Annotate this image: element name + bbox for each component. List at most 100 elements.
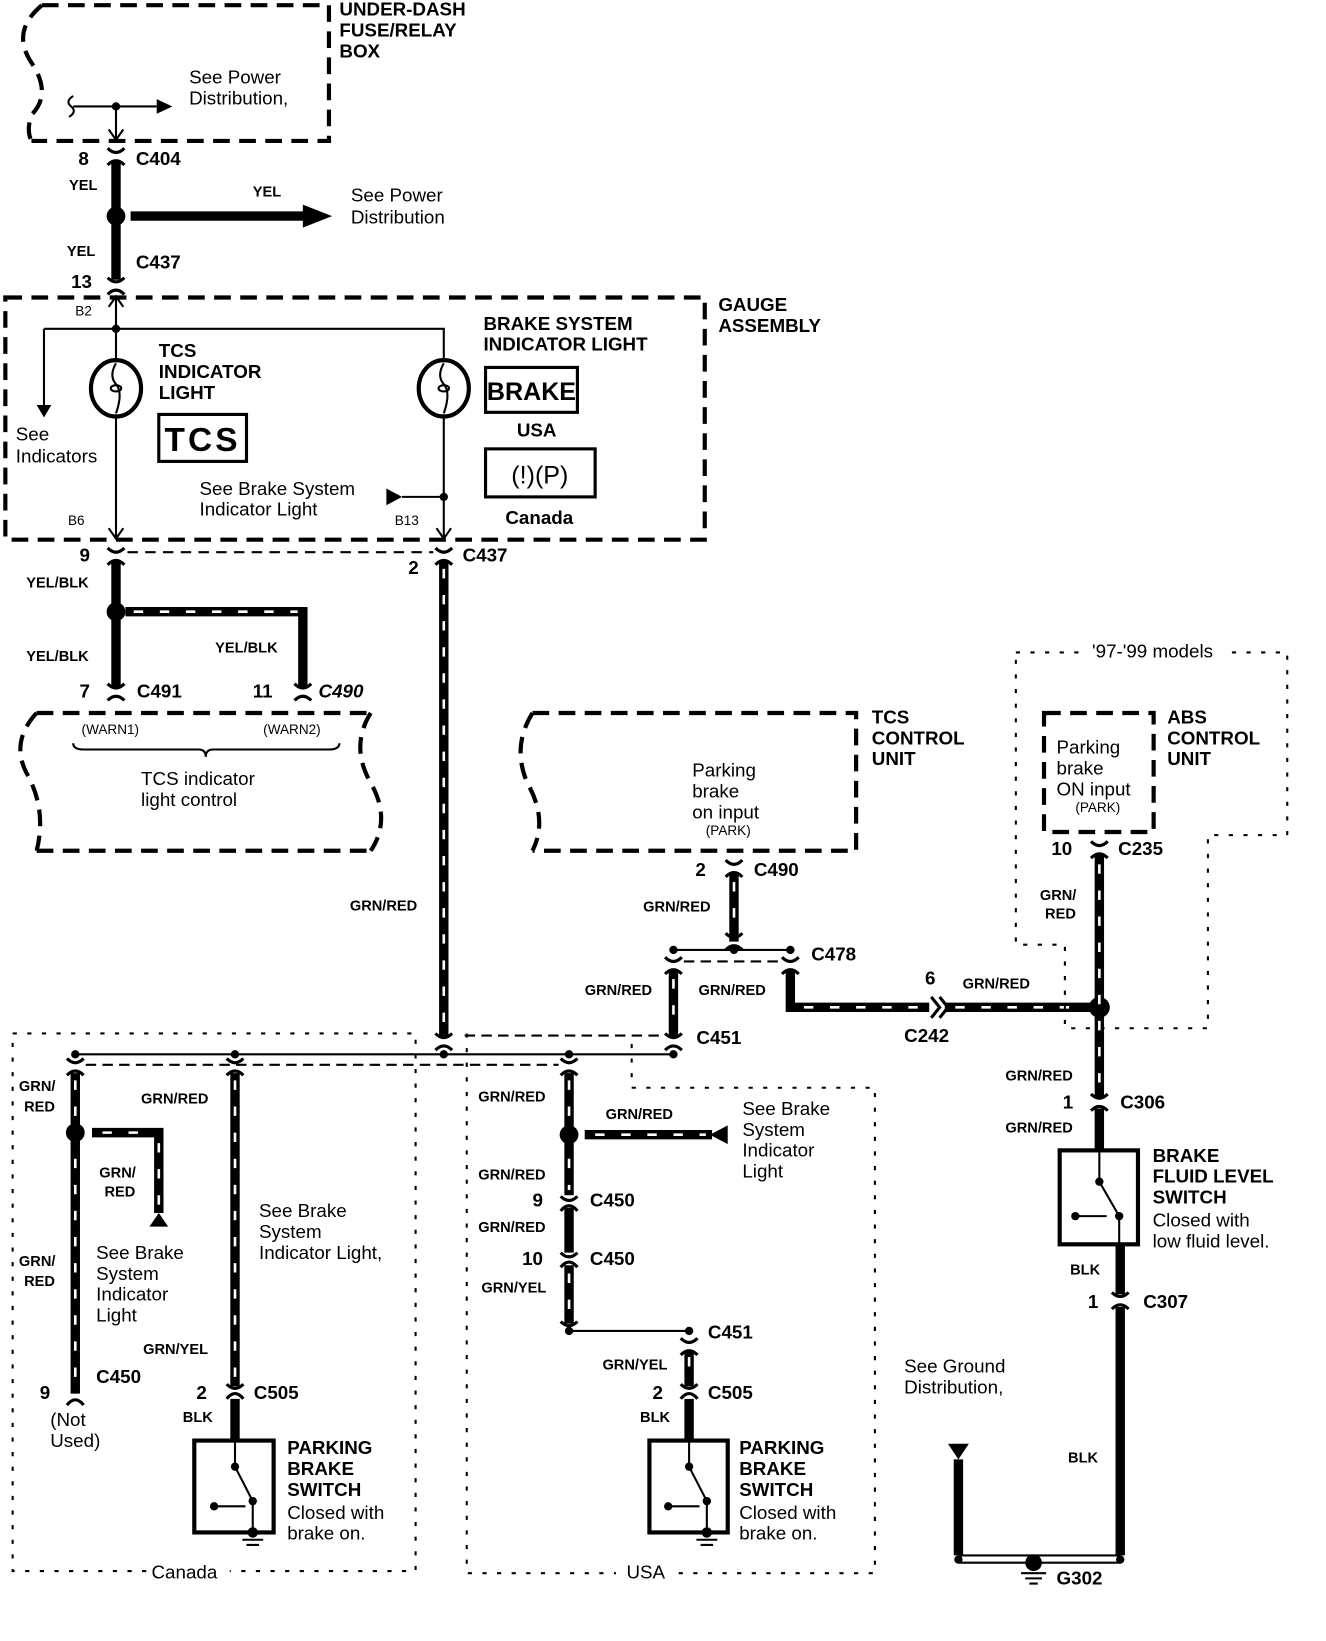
brake-badge: BRAKE [487,378,576,406]
wire-label: GRN/ [1040,888,1077,904]
connector-c505 [679,1383,699,1400]
wire-label: GRN/YEL [602,1358,667,1374]
note: See Brake [259,1200,347,1221]
unit-title: UNIT [872,748,916,769]
input-label: Parking [692,760,756,781]
connector-label: C450 [590,1190,635,1211]
arrow-icon [156,99,173,114]
pin-number: 8 [78,148,88,169]
input-label: Parking [1057,737,1121,758]
connector-label: C437 [136,251,181,272]
connector-label: C450 [590,1248,635,1269]
connector-c437 [106,276,126,296]
terminal-label: (PARK) [1075,800,1120,815]
parking-brake-switch [647,1438,730,1547]
ground-note: See Ground [904,1356,1005,1377]
tcs-light-title: INDICATOR [159,361,262,382]
connector-c242 [930,995,950,1019]
note: System [742,1119,805,1140]
arrow-icon [36,405,52,418]
switch-note: brake on. [287,1523,365,1544]
switch-note: Closed with [287,1502,384,1523]
note: Light [742,1161,784,1182]
note: Indicator Light, [259,1242,382,1263]
wire-label: YEL [253,184,281,200]
arrow-icon [386,488,403,506]
switch-title: FLUID LEVEL [1153,1166,1274,1187]
wire-label: YEL [69,178,97,194]
note: Indicator [96,1284,168,1305]
input-label: on input [692,801,760,822]
switch-title: BRAKE [287,1458,354,1479]
connector-label: C451 [696,1027,741,1048]
wire-label: GRN/RED [585,983,652,999]
note: See Brake [96,1242,184,1263]
wire-label: YEL/BLK [26,576,89,592]
unit-title: CONTROL [872,727,965,748]
wire-label: GRN/RED [478,1168,545,1184]
brake-light-title: BRAKE SYSTEM [483,313,632,334]
wire-label: GRN/RED [643,899,710,915]
wire-label: YEL [67,244,95,260]
fuse-icon [67,95,75,118]
wire-label: BLK [640,1410,670,1426]
note: Indicators [16,445,97,466]
power-note: See Power [351,184,443,205]
pin-number: 7 [79,680,89,701]
note: Used) [50,1430,100,1451]
arrow-icon [947,1443,969,1460]
wire-label: YEL/BLK [26,649,89,665]
note: Indicator [742,1140,814,1161]
wire-label: BLK [183,1410,213,1426]
wire-label: GRN/RED [963,977,1030,993]
section-label: Canada [151,1561,217,1582]
connector-label: C490 [754,859,799,880]
connector-c307 [1110,1290,1131,1311]
pin-number: 9 [79,545,89,566]
unit-title: ABS [1167,706,1207,727]
pin-number: 10 [1051,838,1072,859]
pin-number: 10 [522,1248,543,1269]
fuse-box-note: See Power [189,67,281,88]
wire-label: RED [1045,907,1076,923]
terminal-label: (WARN2) [263,722,321,737]
wire-label: GRN/RED [350,898,417,914]
note: See Brake [742,1098,830,1119]
wire-label: GRN/RED [1005,1068,1072,1084]
switch-title: SWITCH [739,1479,813,1500]
input-label: brake [692,781,739,802]
fuse-relay-box: UNDER-DASH FUSE/RELAY BOX See Power Dist… [21,0,466,144]
wire-label: YEL/BLK [215,640,278,656]
power-note: Distribution [351,206,445,227]
section-label: USA [626,1561,665,1582]
fuse-box-title: UNDER-DASH [339,0,465,20]
canada-section: Canada GRN/ RED GRN/ RED GRN/ RED See Br… [11,1032,417,1582]
wire-label: GRN/RED [478,1220,545,1236]
wire-label: GRN/RED [606,1107,673,1123]
fuse-box-title: FUSE/RELAY [339,20,457,41]
models-note: '97-'99 models [1092,641,1213,662]
switch-note: Closed with [739,1502,836,1523]
switch-title: BRAKE [1153,1145,1220,1166]
wire-label: BLK [1068,1450,1098,1466]
input-label: ON input [1057,778,1132,799]
unit-title: CONTROL [1167,727,1260,748]
wire-label: GRN/YEL [143,1342,208,1358]
tcs-control-unit: TCS CONTROL UNIT Parking brake on input … [518,706,965,853]
wire-label: RED [24,1274,55,1290]
wire-label: GRN/YEL [481,1280,546,1296]
pin-number: 9 [40,1382,50,1403]
fuse-box-note: Distribution, [189,87,288,108]
note: See [16,424,49,445]
connector-label: C437 [463,545,508,566]
fuse-box-title: BOX [339,40,380,61]
note: System [259,1221,322,1242]
arrow-icon [302,204,333,228]
connector-label: C505 [708,1382,753,1403]
connector-c450 [559,1195,579,1212]
wire-label: BLK [1070,1263,1100,1279]
canada-label: Canada [505,507,573,528]
switch-note: brake on. [739,1523,817,1544]
wire-label: GRN/ [99,1166,136,1182]
